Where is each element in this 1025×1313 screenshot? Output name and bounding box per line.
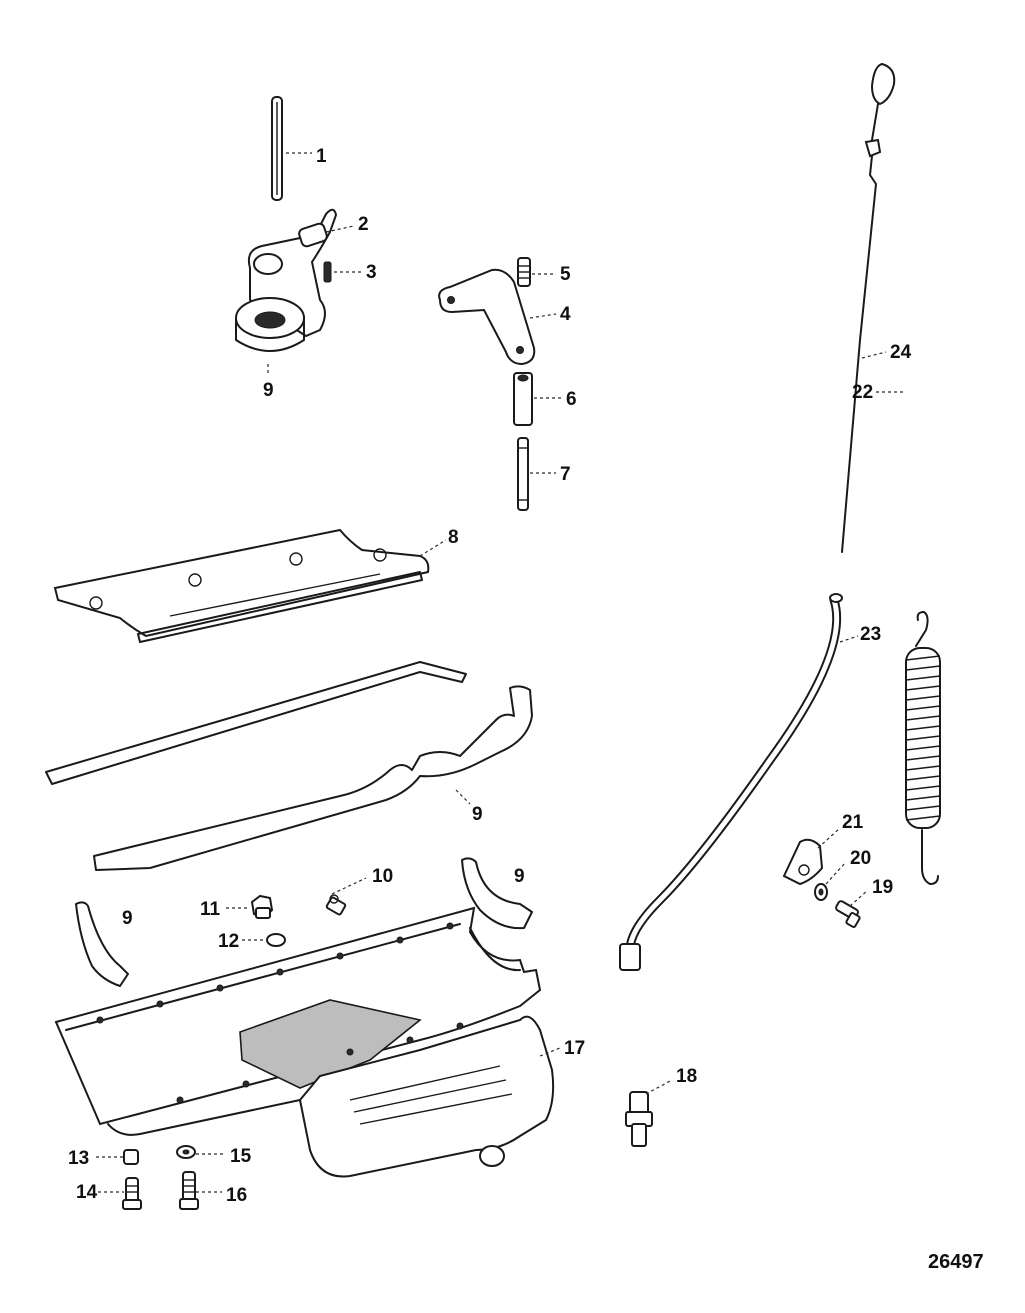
callout-8: 8 <box>448 527 459 548</box>
leader-lines <box>96 152 906 1193</box>
callout-17: 17 <box>564 1038 585 1059</box>
part-2-oil-pump <box>235 208 338 352</box>
part-22-spring <box>905 611 941 885</box>
part-6-spacer <box>513 372 533 426</box>
part-21-clip <box>782 838 824 886</box>
callout-3: 3 <box>366 262 377 283</box>
callout-22: 22 <box>852 382 873 403</box>
callout-20: 20 <box>850 848 871 869</box>
part-14-bolt <box>122 1177 142 1210</box>
part-23-dipstick-tube <box>619 593 843 971</box>
callout-13: 13 <box>68 1148 89 1169</box>
figure-number: 26497 <box>928 1251 984 1273</box>
part-15-washer <box>176 1145 196 1159</box>
part-18-fitting <box>625 1091 653 1147</box>
callout-21: 21 <box>842 812 864 833</box>
callout-labels: 1 2 3 5 4 6 7 8 24 23 9 22 9 21 10 9 20 … <box>68 146 984 1273</box>
callout-10: 10 <box>372 866 393 887</box>
part-13-nut <box>123 1149 139 1165</box>
callout-15: 15 <box>230 1146 252 1167</box>
callout-2: 2 <box>358 214 369 235</box>
part-10-fitting <box>325 894 347 916</box>
callout-14: 14 <box>76 1182 98 1203</box>
callout-16: 16 <box>226 1185 247 1206</box>
part-16-bolt <box>179 1171 199 1210</box>
part-8-windage-tray <box>53 528 430 643</box>
part-5-screw <box>517 257 531 287</box>
part-20-washer <box>814 883 828 901</box>
part-4-bracket <box>438 268 536 366</box>
part-9-gasket-middle <box>93 685 533 871</box>
callout-9-upper: 9 <box>263 380 274 401</box>
callout-9-rear: 9 <box>514 866 525 887</box>
part-24-dipstick <box>841 63 896 553</box>
callout-4: 4 <box>560 304 571 325</box>
callout-24: 24 <box>890 342 912 363</box>
part-9-rear-seal <box>461 857 533 930</box>
callout-18: 18 <box>676 1066 697 1087</box>
part-1-shaft <box>271 96 283 201</box>
callout-12: 12 <box>218 931 239 952</box>
callout-23: 23 <box>860 624 881 645</box>
part-12-washer <box>266 933 286 947</box>
part-11-drain-plug <box>250 894 274 920</box>
callout-9-front: 9 <box>122 908 133 929</box>
callout-19: 19 <box>872 877 893 898</box>
part-17-oil-pan <box>54 906 555 1178</box>
part-7-stud <box>517 437 529 511</box>
part-9-gasket-upper <box>45 661 467 785</box>
part-3-pin <box>323 261 332 283</box>
callout-7: 7 <box>560 464 571 485</box>
part-9-front-seal <box>75 901 129 987</box>
callout-9-middle: 9 <box>472 804 483 825</box>
callout-1: 1 <box>316 146 327 167</box>
part-19-screw <box>835 900 861 928</box>
callout-11: 11 <box>200 899 221 920</box>
callout-6: 6 <box>566 389 577 410</box>
callout-5: 5 <box>560 264 571 285</box>
